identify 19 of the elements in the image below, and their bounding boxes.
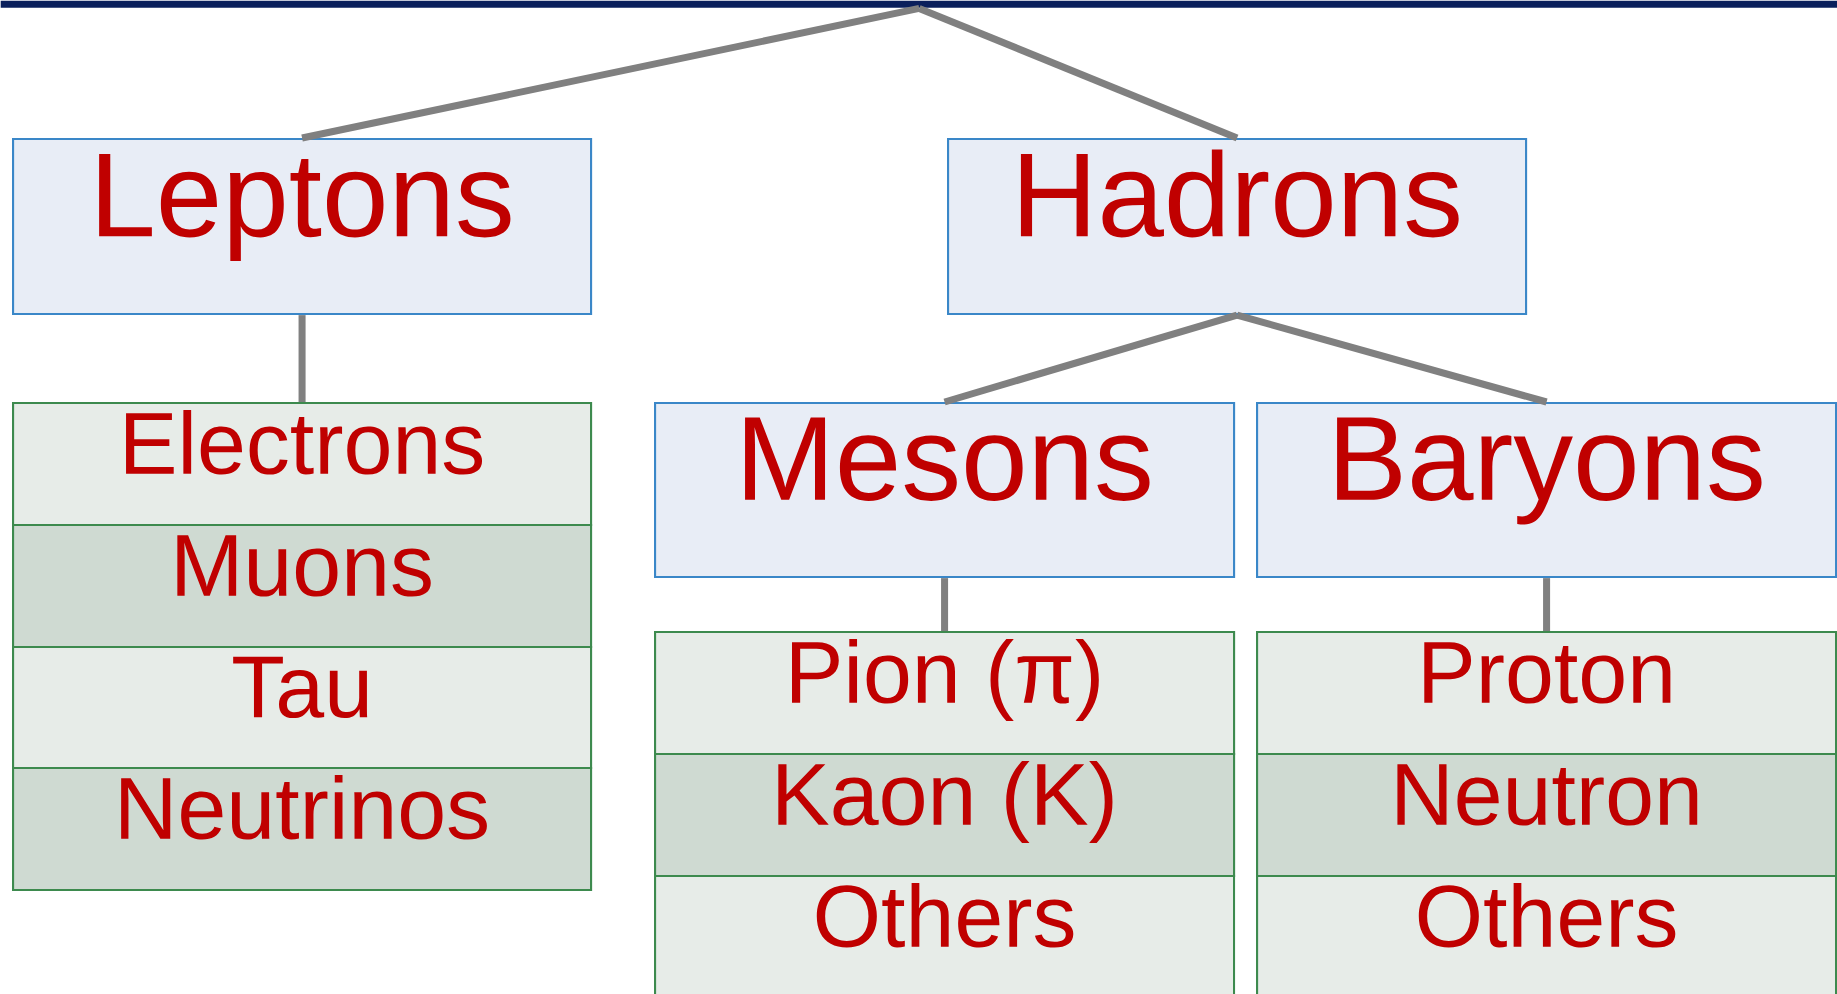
list-cell: Proton [1256, 631, 1837, 756]
category-box: Leptons [12, 138, 593, 316]
category-box: Hadrons [947, 138, 1528, 316]
header-bar [0, 0, 1837, 8]
list-cell: Neutron [1256, 753, 1837, 878]
list-cell: Others [1256, 875, 1837, 994]
list-cell: Tau [12, 646, 593, 770]
connector-line [301, 4, 920, 142]
list-cell: Others [654, 875, 1236, 994]
category-box: Mesons [654, 402, 1236, 579]
list-cell: Kaon (K) [654, 753, 1236, 878]
list-cell: Neutrinos [12, 767, 593, 892]
list-cell: Electrons [12, 402, 593, 527]
list-cell: Pion (π) [654, 631, 1236, 756]
category-box: Baryons [1256, 402, 1837, 579]
connector-line [1236, 311, 1548, 406]
connector-line [917, 5, 1239, 142]
list-cell: Muons [12, 524, 593, 649]
connector-line [943, 311, 1239, 406]
